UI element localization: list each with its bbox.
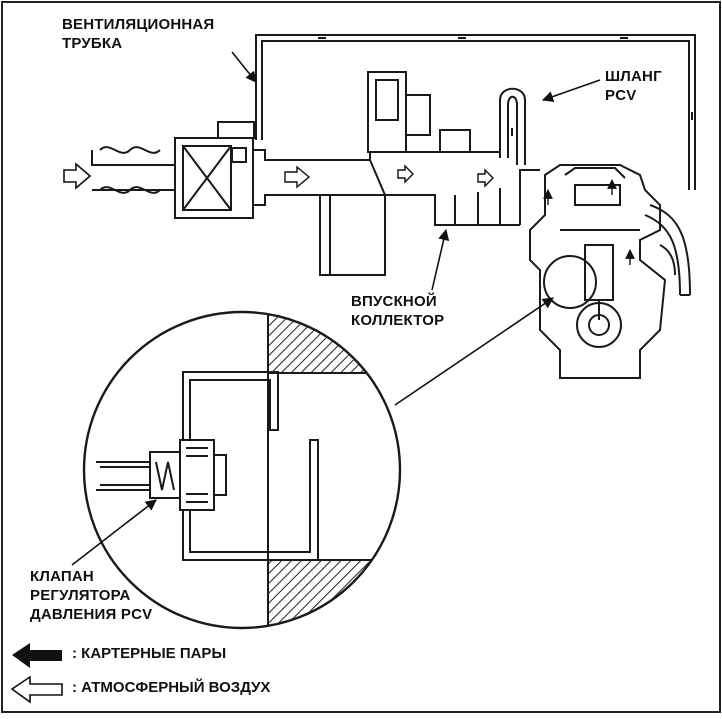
intake-runners bbox=[454, 169, 540, 225]
intake-air-arrow-3 bbox=[477, 168, 494, 188]
zoom-leader-line bbox=[394, 297, 554, 406]
legend-atmospheric-text: : АТМОСФЕРНЫЙ ВОЗДУХ bbox=[72, 679, 271, 696]
legend-crankcase-text: : КАРТЕРНЫЕ ПАРЫ bbox=[72, 645, 227, 662]
label-leaders bbox=[71, 51, 601, 566]
engine-flow-arrows bbox=[543, 179, 635, 265]
ventilation-tube bbox=[255, 34, 696, 190]
zoom-source-circle bbox=[543, 255, 597, 309]
air-inlet-duct bbox=[91, 146, 175, 194]
air-filter-box bbox=[174, 121, 255, 219]
engine-block bbox=[529, 164, 691, 379]
surge-tank bbox=[367, 71, 471, 153]
filled-arrow-icon bbox=[12, 643, 62, 668]
intake-pipe bbox=[253, 149, 520, 226]
hollow-arrow-icon bbox=[10, 675, 63, 704]
intake-air-arrow-1 bbox=[284, 165, 311, 189]
intake-air-arrow-2 bbox=[397, 164, 414, 184]
pcv-hose bbox=[499, 87, 526, 165]
inlet-air-arrow bbox=[63, 162, 92, 190]
resonator bbox=[319, 194, 386, 276]
legend-crankcase-gases: : КАРТЕРНЫЕ ПАРЫ bbox=[68, 645, 226, 662]
legend-atmospheric-air: : АТМОСФЕРНЫЙ ВОЗДУХ bbox=[68, 679, 270, 696]
